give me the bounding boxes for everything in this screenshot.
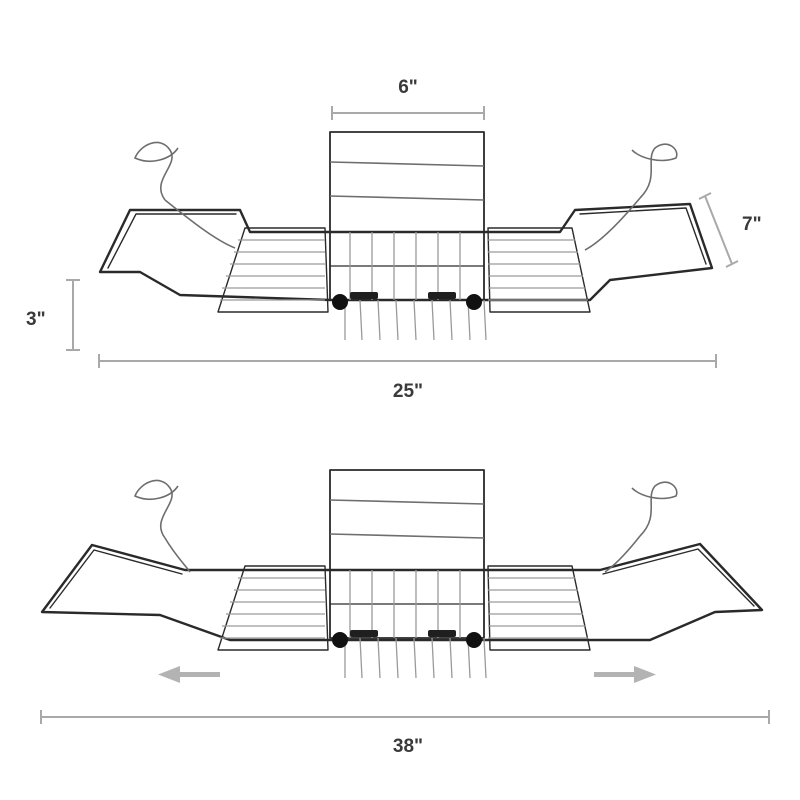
caddy-extended: 38"	[40, 469, 770, 757]
label-3in: 3"	[26, 309, 46, 330]
dimension-38in	[40, 710, 770, 724]
book-stand	[329, 131, 487, 341]
label-38in: 38"	[393, 736, 423, 757]
dimension-7in	[698, 192, 739, 268]
left-basket	[217, 227, 329, 313]
extend-right-arrow	[594, 666, 656, 683]
caddy-retracted: 6" 7" 3" 25"	[26, 77, 762, 402]
right-basket-extended	[487, 565, 591, 651]
label-6in: 6"	[398, 77, 418, 98]
label-7in: 7"	[742, 214, 762, 235]
dimension-3in	[66, 279, 80, 351]
label-25in: 25"	[393, 381, 423, 402]
left-basket-extended	[217, 565, 329, 651]
right-basket	[487, 227, 591, 313]
extend-left-arrow	[158, 666, 220, 683]
dimension-6in	[331, 106, 485, 120]
dimension-25in	[98, 354, 717, 368]
book-stand-extended	[329, 469, 487, 679]
